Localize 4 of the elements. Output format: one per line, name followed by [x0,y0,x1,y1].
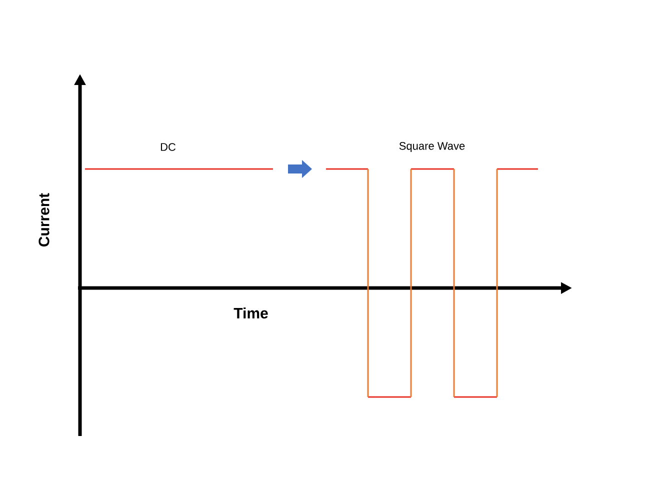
axis-label: Current [38,193,50,246]
curve-label: DC [160,143,176,151]
axis-label: Time [234,308,268,318]
curve-label: Square Wave [399,142,465,152]
